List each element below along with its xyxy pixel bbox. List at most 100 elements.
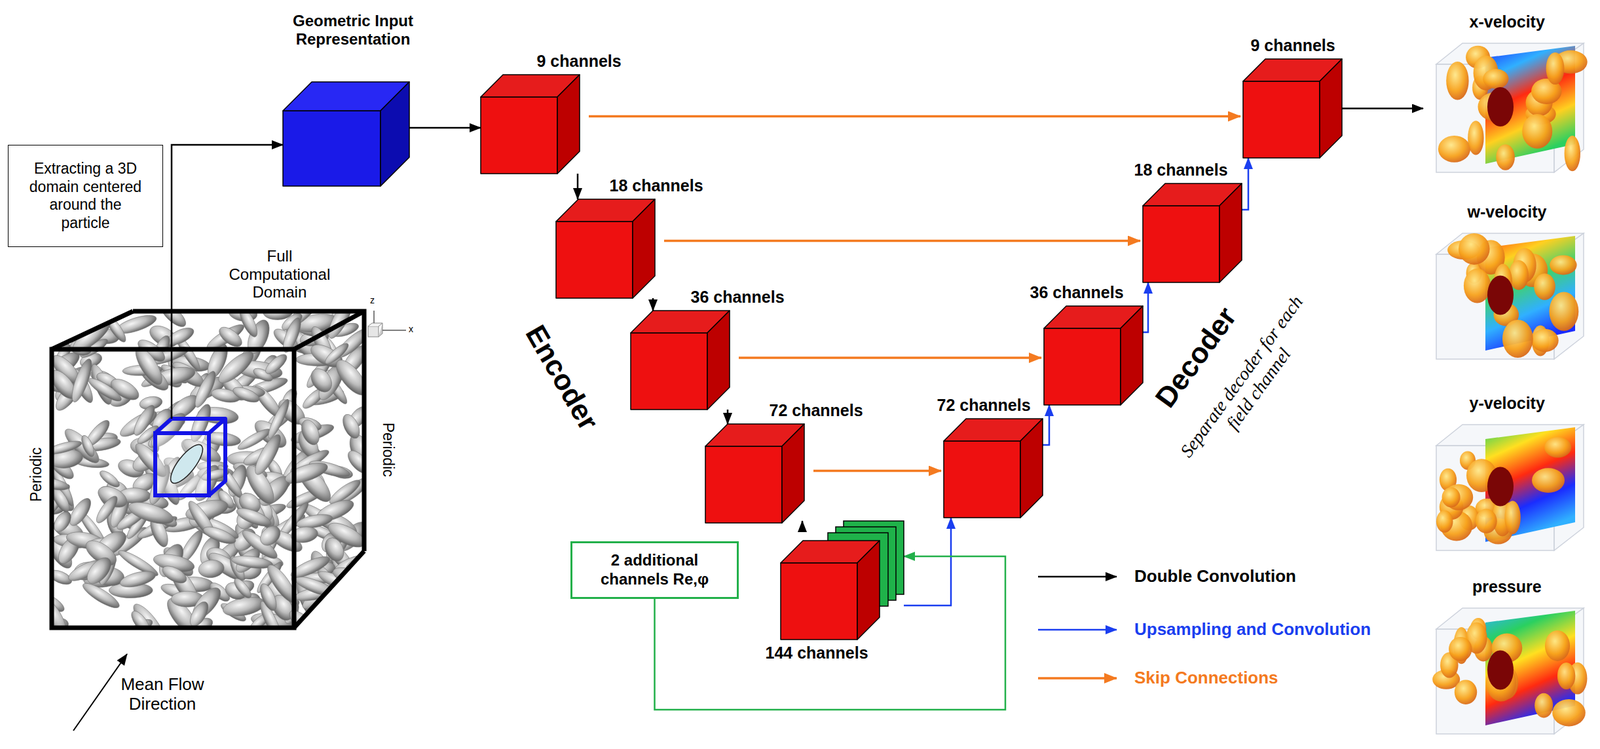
particle xyxy=(335,603,361,624)
connector-arrow xyxy=(1341,107,1424,110)
particle xyxy=(129,599,170,647)
probe-leader xyxy=(170,311,173,419)
center-particle xyxy=(1487,650,1514,690)
domain-edge xyxy=(51,311,133,350)
node-shape xyxy=(630,310,730,410)
connector-arrow xyxy=(1042,404,1050,445)
axis-line xyxy=(373,310,375,323)
particle xyxy=(339,411,363,441)
particle xyxy=(79,578,123,612)
note-box: Extracting a 3D domain centered around t… xyxy=(7,144,164,247)
block-label: y-velocity xyxy=(1469,393,1545,413)
particle-blob xyxy=(1436,510,1454,533)
probe-cube xyxy=(155,418,226,433)
particle xyxy=(79,433,97,459)
domain-cube: Full Computational Domain xyxy=(51,311,365,628)
particle-blob xyxy=(1522,113,1553,149)
particle xyxy=(285,605,323,642)
particle xyxy=(330,585,374,609)
particle xyxy=(297,417,323,448)
center-particle xyxy=(1487,87,1514,127)
axis-cube xyxy=(368,326,379,337)
particle xyxy=(331,567,373,612)
particle-blob xyxy=(1448,636,1472,661)
particle xyxy=(234,504,274,530)
decoder-block: 36 channels xyxy=(1043,305,1143,405)
particle xyxy=(93,493,121,526)
input-cube: Geometric Input Representation xyxy=(282,81,410,187)
particle xyxy=(128,607,154,636)
particle xyxy=(231,575,254,600)
block-label: 36 channels xyxy=(1030,282,1124,302)
cube-front xyxy=(1243,81,1320,158)
cube-side xyxy=(380,81,410,187)
particle-blob xyxy=(1531,467,1565,493)
encoder-block: 9 channels xyxy=(480,74,580,174)
particle-blob xyxy=(1533,273,1556,300)
center-particle xyxy=(1487,275,1514,316)
particle xyxy=(322,340,352,367)
free-label: Encoder xyxy=(518,318,606,436)
particle xyxy=(307,364,336,396)
particle xyxy=(340,611,367,631)
cube-side xyxy=(557,74,580,174)
particle-blob xyxy=(1549,291,1580,331)
particle-blob xyxy=(1504,500,1521,534)
center-particle xyxy=(1487,466,1514,507)
particle-blob xyxy=(1564,135,1581,171)
cube-front xyxy=(1043,328,1121,405)
particle-blob xyxy=(1502,319,1534,358)
probe-cube xyxy=(155,432,209,496)
particle xyxy=(118,567,158,590)
node-shape xyxy=(1043,305,1143,405)
cube-side xyxy=(632,199,655,298)
node-shape xyxy=(1423,37,1592,176)
particle-cloud xyxy=(34,288,378,647)
connector-arrow xyxy=(588,115,1241,118)
particle xyxy=(97,467,122,490)
cube-front xyxy=(705,446,782,523)
field-plot: y-velocity xyxy=(1423,419,1592,554)
cube-side xyxy=(707,310,730,410)
particle xyxy=(282,458,331,488)
particle-blob xyxy=(1438,135,1471,163)
block-label: 144 channels xyxy=(765,643,869,663)
decoder-block: 9 channels xyxy=(1243,58,1342,158)
field-plot: w-velocity xyxy=(1423,227,1592,363)
particle-blob xyxy=(1552,698,1586,726)
free-label: Mean Flow Direction xyxy=(110,674,215,714)
cube-front xyxy=(556,221,633,298)
axis-line xyxy=(382,329,407,331)
particle-blob xyxy=(1544,630,1570,661)
particle xyxy=(256,521,285,549)
cube-side xyxy=(1319,58,1342,158)
particle-blob xyxy=(1458,233,1490,265)
probe-face xyxy=(155,432,209,496)
connector-arrow xyxy=(1241,157,1249,210)
node-shape xyxy=(943,418,1043,518)
box-text: Extracting a 3D domain centered around t… xyxy=(28,159,143,232)
particle-blob xyxy=(1534,692,1553,718)
field-slice xyxy=(1485,427,1576,542)
particle xyxy=(157,299,190,331)
particle-blob xyxy=(1442,487,1461,508)
decoder-block: 18 channels xyxy=(1142,183,1242,283)
node-shape xyxy=(556,199,655,298)
block-label: 18 channels xyxy=(609,176,704,196)
connector-arrow xyxy=(903,517,951,606)
node-shape xyxy=(1243,58,1342,158)
particle xyxy=(50,508,75,535)
cube-side xyxy=(1219,183,1242,283)
connector-arrow xyxy=(738,356,1042,359)
particle-blob xyxy=(1546,52,1565,85)
node-shape xyxy=(1423,227,1592,363)
decoder-block: 72 channels xyxy=(943,418,1043,518)
particle-blob xyxy=(1549,254,1577,275)
connector-arrow xyxy=(409,127,481,130)
legend-text: Skip Connections xyxy=(1134,668,1279,688)
cube-front xyxy=(943,440,1021,518)
encoder-block: 18 channels xyxy=(556,199,655,298)
block-label: 36 channels xyxy=(690,287,785,307)
cube-side xyxy=(1120,305,1143,405)
